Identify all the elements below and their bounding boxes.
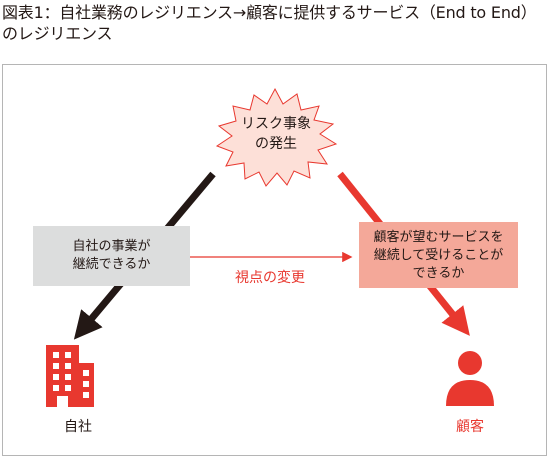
customer-box-line2: 継続して受けることが bbox=[373, 248, 504, 263]
person-icon bbox=[446, 351, 494, 406]
building-icon bbox=[46, 345, 94, 407]
risk-event-line1: リスク事象 bbox=[241, 116, 311, 132]
company-box-line1: 自社の事業が bbox=[72, 239, 151, 254]
customer-box-text: 顧客が望むサービスを 継続して受けることが できるか bbox=[359, 229, 518, 283]
customer-label: 顧客 bbox=[456, 419, 484, 435]
company-box-line2: 継続できるか bbox=[72, 257, 151, 272]
customer-box bbox=[359, 222, 518, 288]
company-label: 自社 bbox=[64, 419, 92, 435]
customer-box-line3: できるか bbox=[412, 266, 465, 281]
figure-title: 図表1：自社業務のレジリエンス→顧客に提供するサービス（End to End）の… bbox=[2, 3, 537, 43]
risk-event-line2: の発生 bbox=[255, 136, 297, 152]
company-box-text: 自社の事業が 継続できるか bbox=[33, 238, 190, 274]
risk-event-label: リスク事象 の発生 bbox=[236, 114, 316, 154]
shift-label: 視点の変更 bbox=[235, 270, 305, 286]
customer-box-line1: 顧客が望むサービスを bbox=[373, 230, 504, 245]
risk-burst-shape bbox=[215, 87, 338, 187]
company-box bbox=[33, 226, 190, 286]
diagram-frame bbox=[2, 64, 547, 456]
